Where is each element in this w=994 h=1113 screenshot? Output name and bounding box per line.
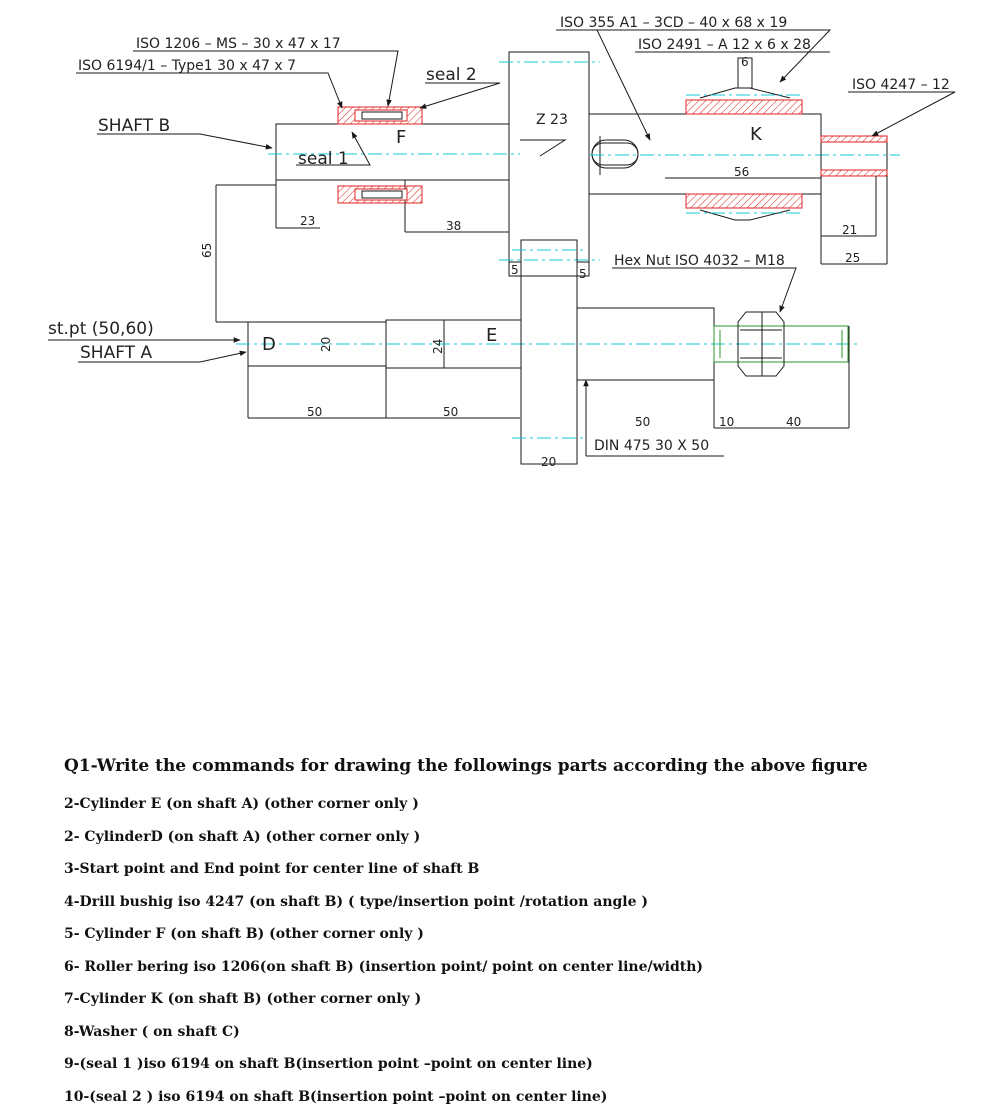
dim-5-right: 5 [579,267,587,281]
labels: ISO 355 A1 – 3CD – 40 x 68 x 19 ISO 2491… [48,15,950,454]
dim-40: 40 [786,415,801,429]
shaft-a [236,320,860,418]
dim-50-ext: 50 [635,415,650,429]
dim-6: 6 [741,55,749,69]
shaft-a-extension [577,308,849,456]
dim-23: 23 [300,214,315,228]
dim-38: 38 [446,219,461,233]
question-item: 8-Washer ( on shaft C) [64,1016,964,1049]
dim-20-bottom: 20 [541,455,556,469]
dim-50-d: 50 [307,405,322,419]
label-iso1206: ISO 1206 – MS – 30 x 47 x 17 [136,36,341,52]
question-item: 2-Cylinder E (on shaft A) (other corner … [64,788,964,821]
dim-56: 56 [734,165,749,179]
label-shaft-b: SHAFT B [98,116,170,136]
dim-21: 21 [842,223,857,237]
label-iso2491: ISO 2491 – A 12 x 6 x 28 [638,37,811,53]
dim-5-left: 5 [511,263,519,277]
label-e: E [486,325,497,346]
technical-drawing: ISO 355 A1 – 3CD – 40 x 68 x 19 ISO 2491… [0,0,994,480]
label-seal1: seal 1 [298,149,349,169]
label-seal2: seal 2 [426,65,477,85]
dim-24: 24 [431,339,445,354]
label-iso6194: ISO 6194/1 – Type1 30 x 47 x 7 [78,58,296,74]
question-item: 10-(seal 2 ) iso 6194 on shaft B(inserti… [64,1081,964,1113]
question-item: 9-(seal 1 )iso 6194 on shaft B(insertion… [64,1048,964,1081]
label-iso4247: ISO 4247 – 12 [852,77,950,93]
dimension-65 [216,185,276,322]
question-item: 2- CylinderD (on shaft A) (other corner … [64,821,964,854]
question-title: Q1-Write the commands for drawing the fo… [64,756,964,776]
label-hexnut: Hex Nut ISO 4032 – M18 [614,253,785,269]
gear-block-a [512,240,585,464]
leader-lines [48,30,955,456]
label-shaft-a: SHAFT A [80,343,152,363]
dim-65: 65 [200,243,214,258]
question-item: 6- Roller bering iso 1206(on shaft B) (i… [64,951,964,984]
label-d: D [262,334,276,355]
label-iso355: ISO 355 A1 – 3CD – 40 x 68 x 19 [560,15,787,31]
dim-50-e: 50 [443,405,458,419]
label-f: F [396,127,406,148]
label-start-point: st.pt (50,60) [48,319,154,339]
label-k: K [750,124,763,145]
dim-20-vertical: 20 [319,337,333,352]
dim-25: 25 [845,251,860,265]
label-din475: DIN 475 30 X 50 [594,438,709,454]
question-item: 3-Start point and End point for center l… [64,853,964,886]
label-z23: Z 23 [536,112,568,128]
questions-section: Q1-Write the commands for drawing the fo… [64,756,964,1113]
question-item: 5- Cylinder F (on shaft B) (other corner… [64,918,964,951]
roller-bearing-f [338,107,422,203]
dim-10: 10 [719,415,734,429]
question-item: 4-Drill bushig iso 4247 (on shaft B) ( t… [64,886,964,919]
question-item: 7-Cylinder K (on shaft B) (other corner … [64,983,964,1016]
gear-z23 [499,52,600,276]
